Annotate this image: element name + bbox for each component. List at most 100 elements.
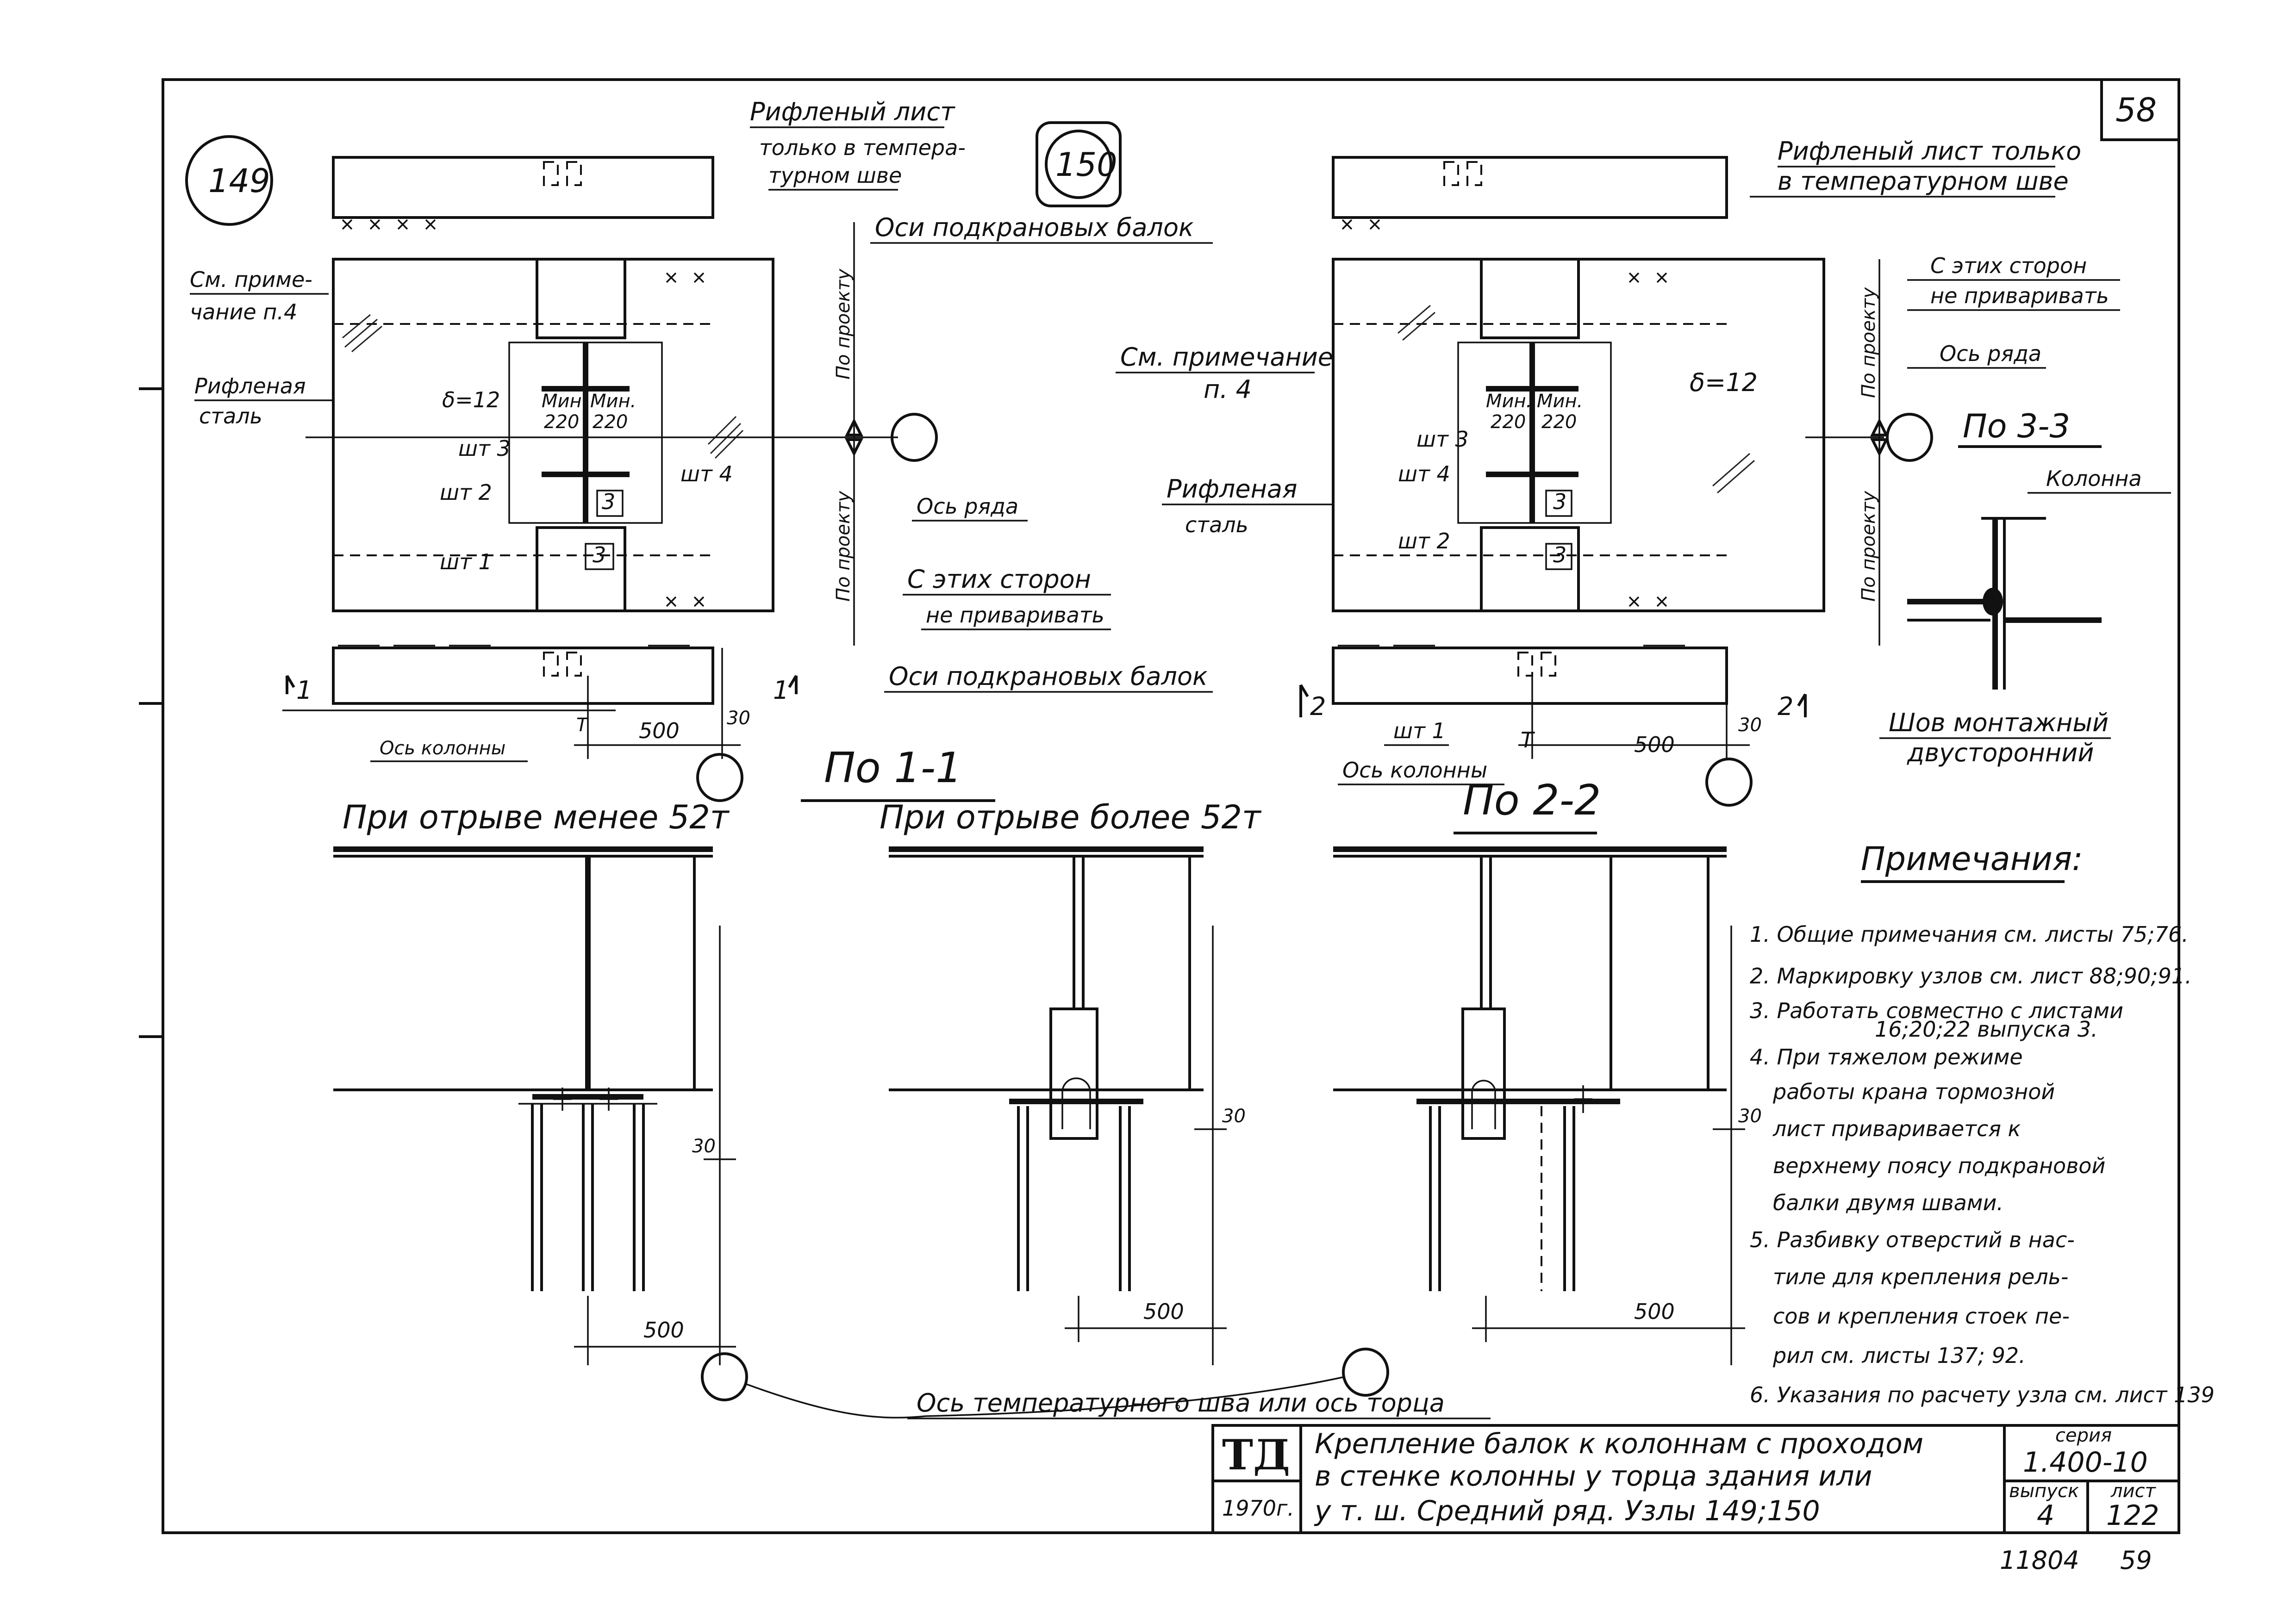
title-po-3-3: По 3-3	[1963, 407, 2070, 445]
seria-label: серия	[2055, 1425, 2112, 1446]
note-4c: лист приваривается к	[1772, 1116, 2021, 1141]
label-os-temper: Ось температурного шва или ось торца	[917, 1388, 1445, 1418]
svg-text:500: 500	[1634, 1299, 1675, 1324]
svg-text:30: 30	[692, 1136, 716, 1157]
svg-text:3: 3	[1553, 542, 1566, 567]
note-5a: 5. Разбивку отверстий в нас-	[1750, 1227, 2075, 1252]
seria-value: 1.400-10	[2023, 1446, 2148, 1479]
svg-text:чание п.4: чание п.4	[190, 299, 297, 324]
svg-text:30: 30	[1738, 715, 1762, 736]
svg-text:шт 2: шт 2	[440, 480, 492, 505]
title-line-3: у т. ш. Средний ряд. Узлы 149;150	[1314, 1495, 1820, 1527]
svg-text:шт 4: шт 4	[680, 461, 733, 486]
note-4b: работы крана тормозной	[1772, 1079, 2055, 1104]
title-block: ТД 1970г. Крепление балок к колоннам с п…	[1211, 1424, 2180, 1534]
note-5d: рил см. листы 137; 92.	[1772, 1343, 2026, 1368]
section-3-3: По 3-3 Колонна Шов монтажный двусторонни…	[1879, 407, 2171, 767]
svg-text:T: T	[1521, 728, 1535, 752]
svg-text:1: 1	[296, 676, 312, 705]
notes-title: Примечания:	[1861, 840, 2083, 878]
svg-text:1: 1	[773, 676, 789, 705]
svg-text:220: 220	[1491, 411, 1526, 433]
label-sm-prim-2: См. примечание	[1120, 342, 1333, 372]
title-po-1-1: По 1-1	[824, 744, 962, 792]
svg-text:в температурном шве: в температурном шве	[1778, 167, 2069, 196]
label-shov: Шов монтажный	[1889, 708, 2109, 737]
hatch-riflen-1	[342, 314, 744, 459]
svg-text:2: 2	[1778, 692, 1793, 721]
svg-text:Мин.: Мин.	[1486, 391, 1532, 412]
svg-text:Мин.: Мин.	[1537, 391, 1583, 412]
vypusk-value: 4	[2037, 1499, 2054, 1532]
label-riflen-list-2: Рифленый лист только	[1778, 137, 2081, 166]
svg-text:δ=12: δ=12	[1690, 368, 1758, 397]
label-kolonna: Колонна	[2046, 466, 2142, 491]
list-label: лист	[2110, 1480, 2157, 1502]
svg-text:500: 500	[1143, 1299, 1184, 1324]
label-riflen-stal-1: Рифленая	[194, 373, 306, 398]
label-osi-podkr-top-1: Оси подкрановых балок	[875, 213, 1194, 242]
svg-text:500: 500	[643, 1318, 684, 1343]
svg-text:500: 500	[1634, 732, 1675, 757]
svg-text:сталь: сталь	[199, 404, 262, 429]
label-os-kolonny-2: Ось колонны	[1342, 758, 1487, 783]
node-150-box	[1036, 121, 1122, 207]
title-line-1: Крепление балок к колоннам с проходом	[1315, 1428, 1923, 1460]
drawing-frame	[162, 78, 2180, 1534]
node-150-plan: 150 3 3 2	[1036, 121, 2120, 807]
node-149-circle	[185, 135, 273, 226]
svg-text:не приваривать: не приваривать	[926, 603, 1104, 628]
label-s-etih-2: С этих сторон	[1930, 253, 2087, 278]
section-2-2: По 2-2 500 30	[1176, 776, 1762, 1409]
svg-text:Мин.: Мин.	[590, 391, 636, 412]
note-3a: 3. Работать совместно с листами	[1750, 998, 2123, 1023]
svg-text:2: 2	[1310, 692, 1326, 721]
hatch-riflen-2	[1398, 305, 1755, 494]
svg-text:500: 500	[639, 718, 680, 743]
vypusk-label: выпуск	[2009, 1480, 2079, 1502]
svg-text:220: 220	[544, 411, 579, 433]
svg-text:δ=12: δ=12	[442, 387, 500, 412]
note-5b: тиле для крепления рель-	[1773, 1264, 2068, 1289]
note-3b: 16;20;22 выпуска 3.	[1875, 1017, 2098, 1042]
label-os-kolonny-1: Ось колонны	[380, 738, 505, 759]
label-sm-prim-1: См. приме-	[190, 267, 312, 292]
svg-text:только в темпера-: только в темпера-	[759, 135, 966, 160]
title-logo: ТД	[1222, 1430, 1290, 1480]
note-4d: верхнему поясу подкрановой	[1773, 1153, 2105, 1178]
label-pri-otr-bolee: При отрыве более 52т	[880, 798, 1262, 836]
svg-text:двусторонний: двусторонний	[1907, 738, 2094, 767]
stamp-bottom-2: 59	[2120, 1546, 2152, 1575]
svg-text:3: 3	[593, 542, 606, 567]
svg-text:3: 3	[602, 489, 615, 514]
list-value: 122	[2106, 1499, 2159, 1532]
note-5c: сов и крепления стоек пе-	[1773, 1304, 2070, 1329]
svg-text:шт 4: шт 4	[1398, 461, 1450, 486]
note-4e: балки двумя швами.	[1773, 1190, 2003, 1215]
svg-text:шт 3: шт 3	[458, 436, 511, 461]
svg-text:30: 30	[727, 708, 750, 729]
svg-text:3: 3	[1553, 489, 1566, 514]
title-po-2-2: По 2-2	[1463, 776, 1601, 825]
note-1: 1. Общие примечания см. листы 75;76.	[1750, 922, 2189, 947]
title-line-2: в стенке колонны у торца здания или	[1315, 1460, 1872, 1492]
svg-text:не приваривать: не приваривать	[1930, 283, 2109, 308]
svg-text:30: 30	[1738, 1106, 1762, 1127]
label-pri-otr-menee: При отрыве менее 52т	[343, 798, 730, 836]
node-150-number: 150	[1055, 146, 1117, 184]
label-s-etih-1: С этих сторон	[907, 565, 1091, 594]
title-year: 1970г.	[1222, 1496, 1294, 1521]
svg-text:сталь: сталь	[1185, 512, 1248, 537]
svg-text:Мин.: Мин.	[542, 391, 587, 412]
node-149-plan: 149 3 3	[185, 97, 1213, 802]
node-149-number: 149	[208, 162, 270, 200]
svg-text:220: 220	[1541, 411, 1577, 433]
label-os-ryada-1: Ось ряда	[917, 494, 1018, 519]
svg-text:шт 2: шт 2	[1398, 529, 1450, 553]
label-po-proektu-3: По проекту	[1858, 287, 1879, 398]
label-os-ryada-2: Ось ряда	[1940, 341, 2041, 366]
svg-text:шт 1: шт 1	[440, 549, 492, 574]
svg-text:п. 4: п. 4	[1204, 375, 1252, 404]
label-riflen-list-1: Рифленый лист	[750, 97, 955, 126]
